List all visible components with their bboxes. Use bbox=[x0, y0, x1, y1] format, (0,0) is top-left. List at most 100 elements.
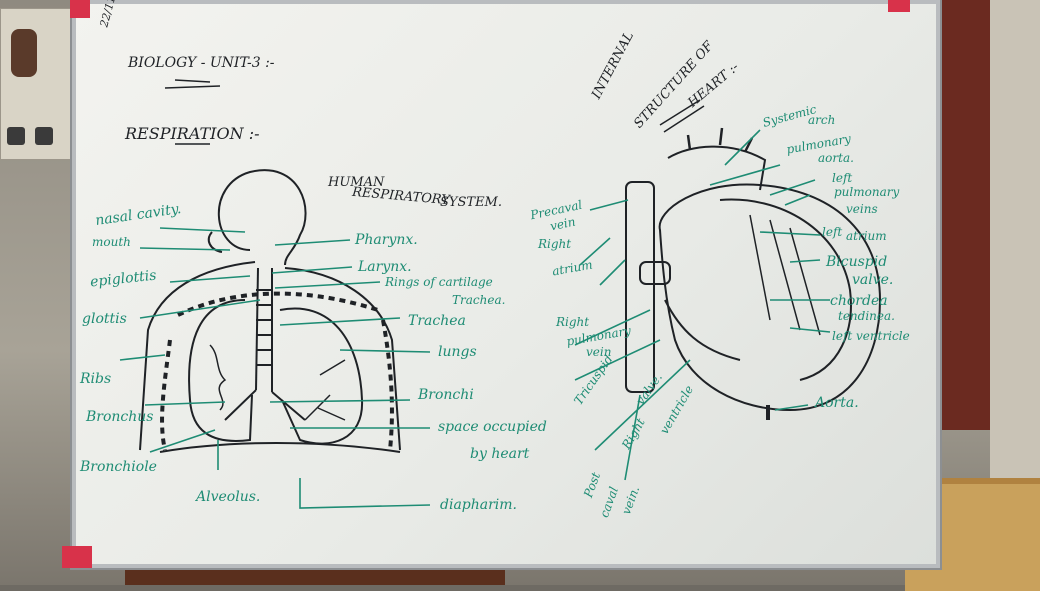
nose-outline bbox=[207, 231, 223, 253]
bronchi-lines bbox=[224, 389, 306, 421]
head-outline bbox=[217, 169, 307, 266]
arrow-post-caval-vein bbox=[624, 394, 641, 481]
aortic-arch bbox=[667, 145, 767, 191]
bronchiole-lines bbox=[304, 359, 346, 421]
label-left-atrium-1: left bbox=[822, 225, 843, 239]
label-trachea-sub: Trachea. bbox=[452, 293, 506, 307]
label-pharynx: Pharynx. bbox=[355, 232, 418, 248]
heart-drawing bbox=[625, 127, 882, 420]
arrow-pulmonary-veins-2 bbox=[784, 194, 811, 206]
arrow-ribs bbox=[119, 354, 166, 361]
corner-tape bbox=[888, 0, 910, 12]
title-underline bbox=[174, 79, 211, 83]
left-ventricle-wall bbox=[719, 198, 852, 381]
heart-arrows bbox=[574, 129, 831, 481]
label-bronchiole: Bronchiole bbox=[80, 459, 157, 475]
label-space-occupied: space occupied bbox=[438, 419, 547, 435]
whiteboard bbox=[72, 0, 940, 568]
arrow-mouth bbox=[139, 247, 231, 251]
label-left-pulmonary-1: left bbox=[832, 171, 853, 185]
arrow-pulmonary-aorta bbox=[709, 164, 781, 186]
arrow-right-atrium bbox=[579, 237, 611, 266]
label-alveolus: Alveolus. bbox=[196, 489, 261, 505]
chordae-tendineae bbox=[749, 214, 821, 336]
arrow-systemic-arch bbox=[724, 129, 761, 166]
label-tendinea: tendinea. bbox=[838, 309, 895, 323]
label-pulmonary-aorta-2: aorta. bbox=[818, 151, 854, 165]
arrow-right-ventricle bbox=[594, 359, 691, 451]
arrow-aorta bbox=[774, 404, 809, 411]
label-left-pulmonary-3: veins bbox=[846, 202, 878, 216]
label-lungs: lungs bbox=[438, 344, 477, 360]
arrow-lungs bbox=[339, 349, 431, 353]
arrow-rings-of-cartilage bbox=[274, 281, 381, 289]
label-systemic-arch: arch bbox=[808, 113, 836, 127]
arch-branches bbox=[686, 127, 754, 153]
label-right-atrium-1: Right bbox=[538, 237, 572, 251]
label-left-pulmonary-2: pulmonary bbox=[834, 185, 900, 199]
arrow-glottis bbox=[139, 299, 261, 319]
label-right-pulmonary-1: Right bbox=[556, 315, 590, 329]
ribs-right bbox=[381, 319, 394, 451]
arrow-epiglottis bbox=[169, 275, 251, 283]
label-bronchi: Bronchi bbox=[418, 387, 474, 403]
respiratory-arrows bbox=[119, 227, 431, 509]
label-larynx: Larynx. bbox=[358, 259, 412, 275]
respiratory-heading-1: HUMAN bbox=[328, 175, 385, 190]
label-ribs: Ribs bbox=[80, 371, 112, 387]
heart-outline bbox=[658, 183, 882, 412]
arrow-diaphragm bbox=[299, 478, 431, 509]
left-lung bbox=[188, 299, 253, 442]
corner-tape bbox=[62, 546, 92, 568]
arrow-nasal-cavity bbox=[159, 227, 246, 233]
title-underline bbox=[663, 105, 705, 133]
switch-icon bbox=[7, 127, 25, 145]
arrow-bicuspid-valve bbox=[789, 259, 821, 263]
trachea-left bbox=[255, 267, 259, 391]
respiratory-system-drawing bbox=[139, 169, 401, 453]
arrow-left-ventricle bbox=[789, 327, 831, 333]
diaphragm-outline bbox=[159, 442, 401, 453]
body-left-outline bbox=[139, 261, 256, 451]
label-right-pulmonary-3: vein bbox=[586, 345, 612, 359]
ribs-top bbox=[177, 291, 379, 317]
arrow-left-pulmonary-veins bbox=[769, 179, 816, 196]
label-bicuspid-valve: valve. bbox=[852, 272, 894, 288]
arrow-right-atrium-2 bbox=[599, 259, 626, 286]
title-underline bbox=[659, 99, 701, 126]
arrow-trachea bbox=[279, 317, 401, 326]
label-left-ventricle: left ventricle bbox=[832, 329, 910, 343]
tracheal-rings bbox=[256, 289, 272, 366]
label-trachea: Trachea bbox=[408, 313, 466, 329]
label-diaphragm: diapharim. bbox=[440, 497, 518, 513]
respiratory-heading-3: SYSTEM. bbox=[440, 195, 502, 210]
ribs-left bbox=[160, 339, 172, 451]
body-right-outline bbox=[284, 267, 401, 451]
socket-icon bbox=[35, 127, 53, 145]
label-chordea: chordea bbox=[830, 293, 888, 309]
course-title: BIOLOGY - UNIT-3 :- bbox=[128, 55, 275, 71]
label-glottis: glottis bbox=[82, 311, 127, 327]
right-atrium-opening bbox=[639, 261, 671, 285]
arrow-bronchi bbox=[269, 399, 411, 403]
label-mouth: mouth bbox=[92, 235, 131, 249]
label-left-atrium-2: atrium bbox=[846, 229, 887, 243]
label-by-heart: by heart bbox=[470, 446, 530, 462]
septum-line bbox=[664, 299, 741, 361]
arrow-left-atrium bbox=[759, 231, 821, 236]
label-bicuspid: Bicuspid bbox=[826, 254, 888, 270]
title-underline bbox=[164, 85, 221, 89]
arrow-bronchiole bbox=[149, 429, 216, 453]
arrow-bronchus bbox=[144, 401, 226, 406]
arrow-precaval-vein bbox=[589, 199, 629, 211]
label-aorta: Aorta. bbox=[815, 395, 859, 411]
arrow-tricuspid-valve bbox=[574, 339, 661, 381]
label-bronchus: Bronchus bbox=[86, 409, 154, 425]
arrow-pharynx bbox=[274, 239, 351, 246]
corner-tape bbox=[70, 0, 90, 18]
right-lung bbox=[279, 307, 364, 445]
section-title: RESPIRATION :- bbox=[125, 124, 260, 143]
label-rings-of-cartilage: Rings of cartilage bbox=[385, 275, 493, 289]
plug-icon bbox=[11, 29, 37, 77]
